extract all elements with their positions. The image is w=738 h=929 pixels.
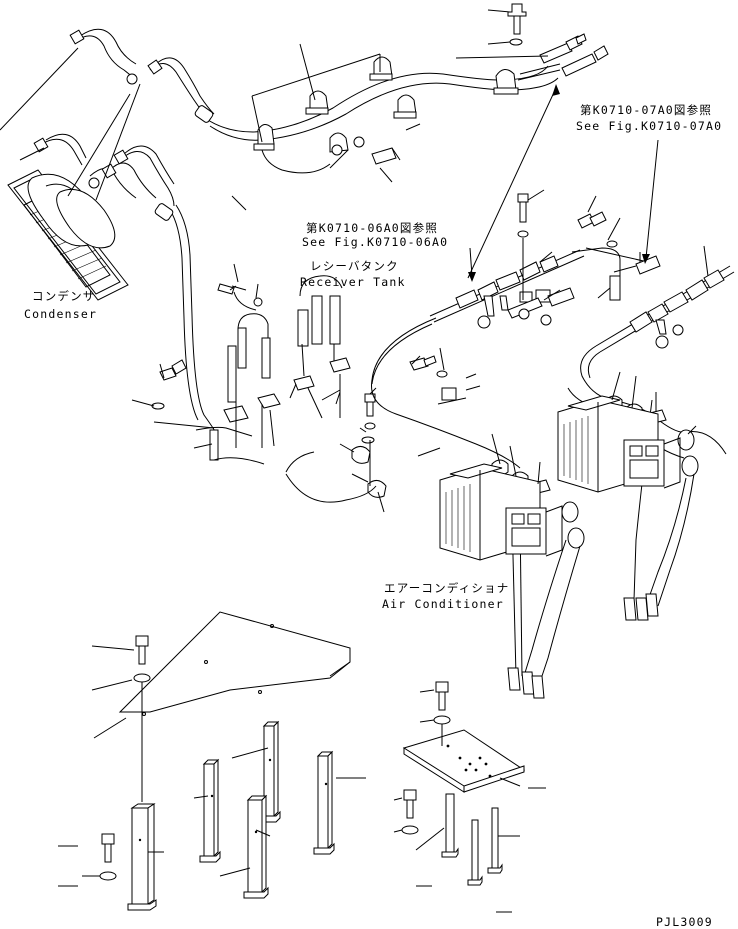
floor-bracket-plate xyxy=(91,611,351,802)
top-fittings xyxy=(507,3,609,81)
reference-arrows xyxy=(467,84,659,282)
reference-0710-07-en: See Fig.K0710-07A0 xyxy=(576,119,722,133)
support-posts xyxy=(127,720,335,911)
upper-hose-clamps xyxy=(251,43,519,165)
air-conditioner-label-jp: エアーコンディショナ xyxy=(384,581,510,595)
receiver-area xyxy=(151,275,351,465)
condenser-label-jp: コンデンサ xyxy=(32,289,96,303)
receiver-tank-label-jp: レシーバタンク xyxy=(310,259,399,273)
receiver-tank-label-en: Receiver Tank xyxy=(300,275,406,289)
ac-hoses xyxy=(371,317,727,699)
reference-0710-06-en: See Fig.K0710-06A0 xyxy=(302,235,448,249)
condenser-label-en: Condenser xyxy=(24,307,97,321)
air-conditioner-label-en: Air Conditioner xyxy=(382,597,504,611)
pipe-assembly-center xyxy=(429,193,585,329)
pipe-assembly-right xyxy=(571,211,735,353)
leader-lines-right xyxy=(131,189,709,513)
air-conditioner-unit-2 xyxy=(557,395,681,493)
bottom-left-bolts xyxy=(58,747,366,887)
small-plate-assembly xyxy=(393,681,546,913)
reference-0710-06-jp: 第K0710-06A0図参照 xyxy=(306,221,438,235)
upper-hose-line xyxy=(154,65,559,434)
condenser-unit xyxy=(7,169,129,301)
reference-0710-07-jp: 第K0710-07A0図参照 xyxy=(580,103,712,117)
condenser-hoses xyxy=(33,28,215,207)
drawing-code: PJL3009 xyxy=(656,915,713,929)
leader-lines-top xyxy=(0,9,549,211)
air-conditioner-unit-1 xyxy=(439,463,563,561)
center-hardware xyxy=(285,355,481,503)
